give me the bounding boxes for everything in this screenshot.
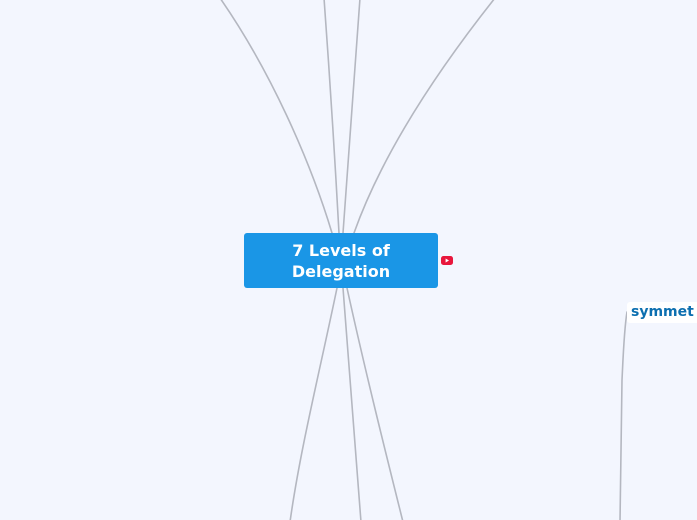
central-topic-line-1: 7 Levels of: [292, 240, 390, 260]
sub-topic-label: symmet: [631, 304, 694, 320]
central-topic[interactable]: 7 Levels of Delegation: [244, 233, 438, 288]
sub-topic-connector: [619, 311, 628, 520]
central-topic-line-2: Delegation: [291, 261, 391, 281]
branch-connector-bottom-1: [289, 287, 338, 520]
branch-connector-top-1: [220, 0, 333, 234]
branch-connector-top-3: [342, 0, 361, 234]
branch-connector-top-2: [323, 0, 340, 234]
branch-connector-top-4: [353, 0, 495, 234]
branch-connector-bottom-3: [346, 287, 404, 520]
youtube-icon[interactable]: [441, 256, 453, 265]
sub-topic-symmet[interactable]: symmet: [627, 302, 697, 323]
branch-connector-bottom-2: [342, 287, 362, 520]
